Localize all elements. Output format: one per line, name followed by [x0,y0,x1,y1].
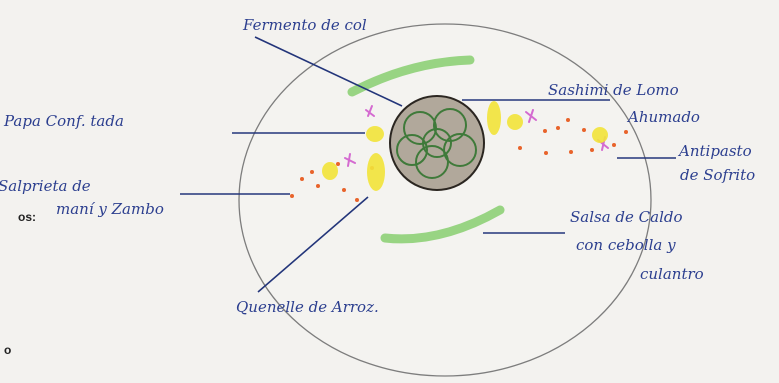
label-sashimi-line2: Ahumado [626,108,700,126]
label-salsa-line2: con cebolla y [576,236,676,254]
label-salprieta-line1: Salprieta de [0,177,91,195]
margin-fragment-2: o [4,343,11,357]
label-quenelle: Quenelle de Arroz. [236,298,379,316]
label-salsa-line3: culantro [640,265,704,283]
label-sashimi-line1: Sashimi de Lomo [548,81,679,99]
label-papa: Papa Conf. tada [3,112,124,130]
fermento-de-col [390,96,484,190]
label-salsa-line1: Salsa de Caldo [570,208,683,226]
label-antipasto-line1: Antipasto [677,142,752,160]
label-salprieta-line2: maní y Zambo [56,200,164,218]
label-fermento: Fermento de col [242,16,367,34]
margin-fragment-1: os: [18,210,36,224]
label-antipasto-line2: de Sofrito [680,166,755,184]
plate-outline [239,24,651,376]
